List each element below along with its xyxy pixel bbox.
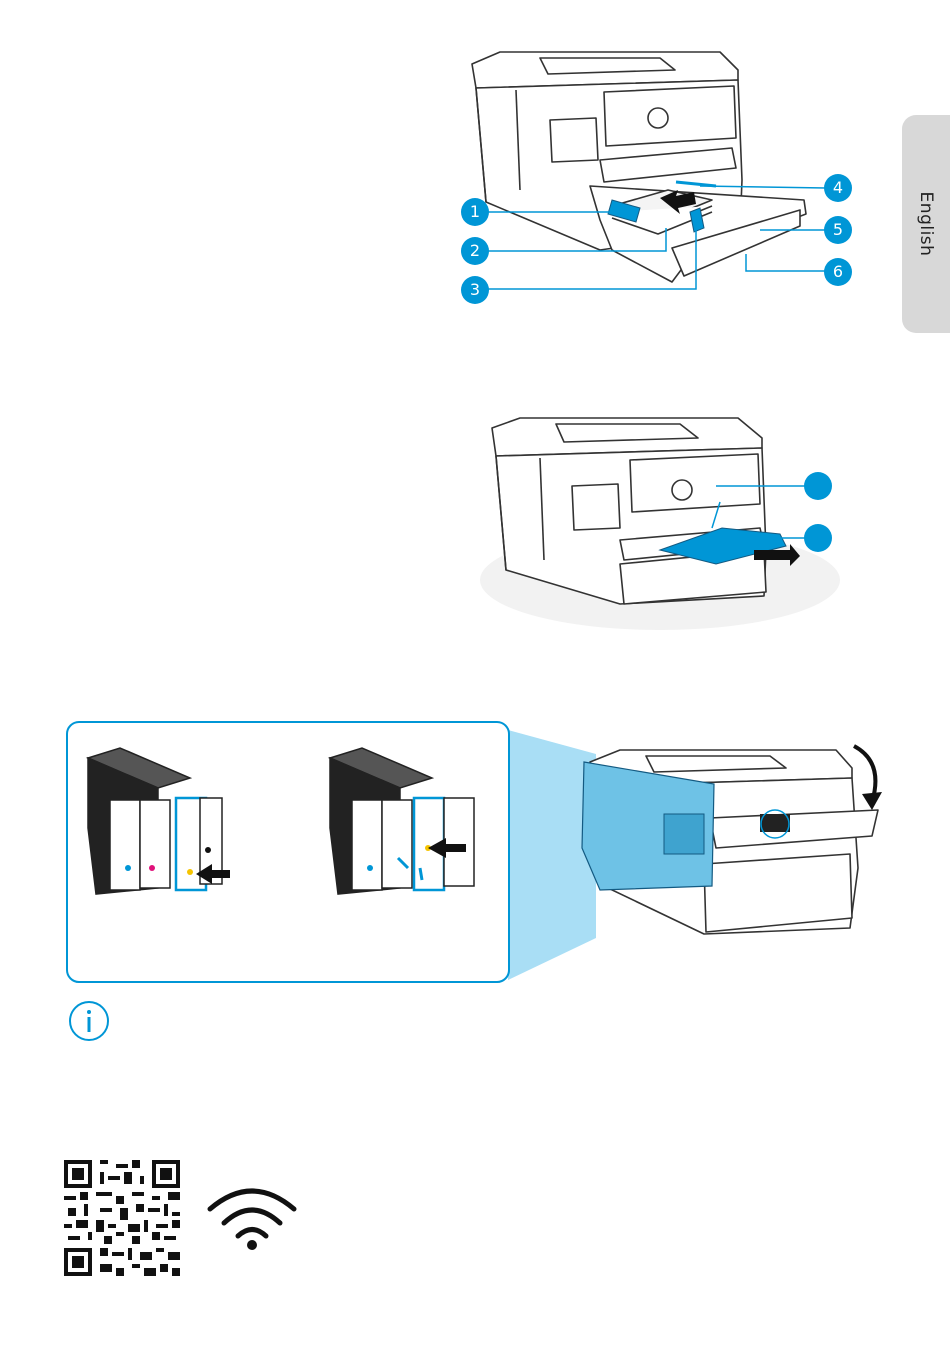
callout-3: 3 [461, 276, 489, 304]
step2-callout-a [804, 472, 832, 500]
qr-code-icon [64, 1160, 180, 1276]
callout-6: 6 [824, 258, 852, 286]
cartridge-install-illustration [0, 718, 950, 998]
info-icon [68, 1000, 110, 1042]
callout-4: 4 [824, 174, 852, 202]
wifi-icon [206, 1185, 298, 1251]
callout-5: 5 [824, 216, 852, 244]
callout-1: 1 [461, 198, 489, 226]
callout-2: 2 [461, 237, 489, 265]
step2-callout-b [804, 524, 832, 552]
